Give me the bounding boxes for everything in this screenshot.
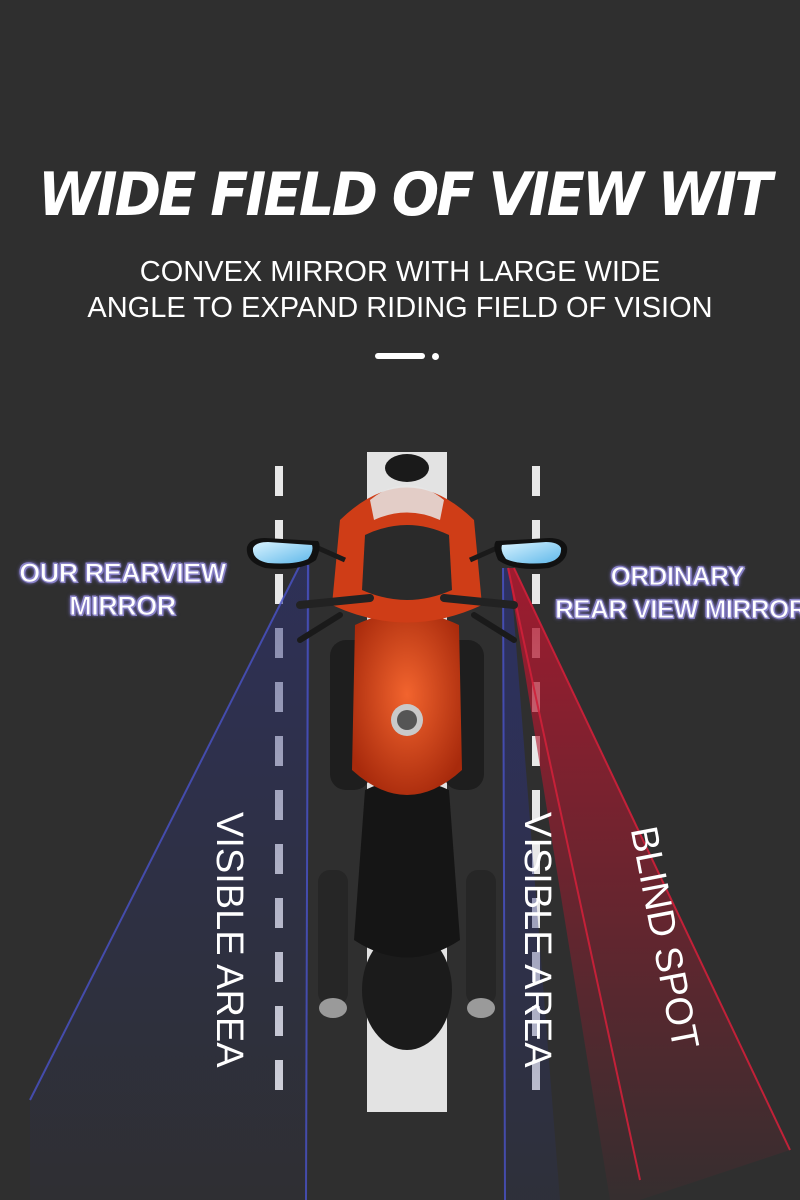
right-cone-edge [502,567,506,1200]
divider-dot [432,353,439,360]
subtitle-line-2: ANGLE TO EXPAND RIDING FIELD OF VISION [87,292,713,324]
left-cone-edge [29,564,301,1101]
left-visible-area-cone [30,565,310,1200]
blind-spot-edge-right [513,567,791,1151]
right-visible-area-cone [503,568,560,1200]
left-visible-area-label: VISIBLE AREA [208,812,250,1068]
ordinary-mirror-callout-line-1: ORDINARY [610,561,745,592]
right-mirror [468,538,568,569]
blind-spot-edge-left [507,567,641,1181]
blind-spot-cone [508,568,790,1200]
headline: WIDE FIELD OF VIEW WIT [38,160,772,230]
ordinary-mirror-callout: ORDINARY REAR VIEW MIRROR [555,560,800,626]
subtitle-line-1: CONVEX MIRROR WITH LARGE WIDE [139,256,661,288]
right-visible-area-label: VISIBLE AREA [516,812,558,1068]
left-cone-inner-edge [305,564,309,1200]
left-mirror [246,538,347,569]
our-mirror-callout: OUR REARVIEW MIRROR [10,557,235,623]
divider-bar [375,353,425,359]
motorcycle-illustration [296,454,518,1050]
our-mirror-callout-line-1: OUR REARVIEW [19,558,227,589]
our-mirror-callout-line-2: MIRROR [69,591,177,622]
ordinary-mirror-callout-line-2: REAR VIEW MIRROR [555,594,800,625]
